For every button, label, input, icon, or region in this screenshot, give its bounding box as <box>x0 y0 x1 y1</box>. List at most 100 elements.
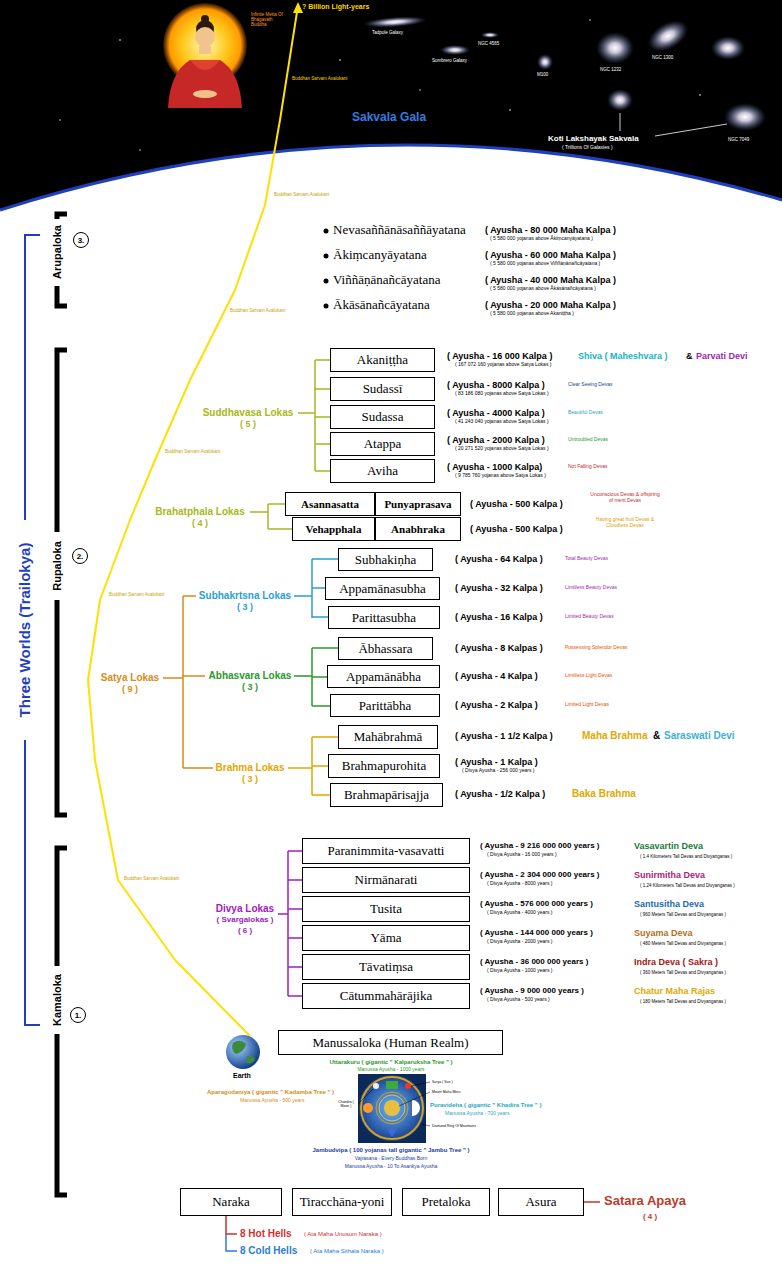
annotation-text: Jambudvipa ( 100 yojanas tall gigantic "… <box>312 1147 469 1154</box>
galaxies <box>711 36 745 60</box>
annotation-text: Manussa Ayusha - 10 To Asankya Ayusha <box>345 1164 438 1170</box>
realm-box: Naraka <box>180 1188 282 1216</box>
annotation-text: Suddhavasa Lokas <box>203 407 294 419</box>
realm-name: Tiracchāna-yoni <box>300 1194 385 1210</box>
galaxies <box>620 113 621 131</box>
realm-box: Parittābha <box>330 694 440 717</box>
world-brackets <box>57 214 67 219</box>
annotation-text: Buddhan Sarvam Avalokani <box>124 876 179 881</box>
annotation-text: Vasavartin Deva <box>634 841 703 851</box>
annotation-text: ( Ata Maha Sithala Naraka ) <box>310 1248 384 1255</box>
realm-name: Brahmapurohita <box>342 758 426 774</box>
callout-number: 1. <box>75 1011 82 1020</box>
annotation-text: ( Ayusha - 4000 Kalpa ) <box>447 408 545 418</box>
annotation-text: Limitless Beauty Devas <box>565 585 617 591</box>
world-brackets <box>57 1034 67 1195</box>
galaxies <box>655 124 727 136</box>
annotation-text: NGC 1300 <box>652 55 673 60</box>
annotation-text: Manussa Ayusha - 500 years <box>240 1098 304 1104</box>
realm-name: Aviha <box>367 463 398 479</box>
annotation-text: ( Divya Ayusha - 8000 years ) <box>487 881 553 887</box>
apaya-lines <box>226 1216 237 1234</box>
realm-name: Anabhraka <box>391 523 445 535</box>
realm-name: Sudassī <box>363 381 403 397</box>
annotation-text: ( Ayusha - 2 Kalpa ) <box>455 700 538 710</box>
earth-globe <box>226 1035 260 1069</box>
annotation-text: ( 83 186 080 yojanas above Satya Lokas ) <box>455 391 549 397</box>
annotation-text: Uttarakuru ( gigantic " Kalparuksha Tree… <box>329 1059 452 1066</box>
annotation-text: ( Divya Ayusha - 16 000 years ) <box>487 852 557 858</box>
annotation-text: ( Ayusha - 16 Kalpa ) <box>455 612 543 622</box>
realm-box: Tāvatiṃsa <box>302 954 470 980</box>
annotation-text: Brahatphala Lokas <box>155 506 244 518</box>
bullets <box>324 229 329 309</box>
earth-globe <box>246 1056 255 1064</box>
callout-circle: 3. <box>73 232 89 248</box>
annotation-text: Untroubled Devas <box>568 437 608 443</box>
annotation-text: ( Divya Ayusha - 2000 years ) <box>487 939 553 945</box>
annotation-text: ( Ayusha - 9 216 000 000 years ) <box>480 841 599 850</box>
section-label: Rupaloka <box>51 541 64 591</box>
annotation-text: Mount Maha Meru <box>432 1090 460 1094</box>
annotation-text: Earth <box>233 1072 251 1080</box>
annotation-text: Manussa Ayusha - 1000 years <box>357 1067 424 1073</box>
continent-mandala <box>358 1089 373 1104</box>
annotation-text: ? Billion Light-years <box>302 3 369 11</box>
galaxies <box>607 89 633 111</box>
annotation-text: Abhasvara Lokas <box>209 670 292 682</box>
annotation-text: ( Ayusha - 16 000 Kalpa ) <box>447 351 552 361</box>
annotation-text: ( 20 271 520 yojanas above Satya Lokas ) <box>455 446 549 452</box>
continent-mandala <box>363 1103 373 1113</box>
annotation-text: Infinite Metta Of Bhagavath Buddha <box>251 12 287 28</box>
section-label: Arupaloka <box>51 225 64 279</box>
annotation-text: NGC 1232 <box>600 67 621 72</box>
annotation-text: Buddhan Sarvam Avalokani <box>165 449 220 454</box>
annotation-text: ( Divya Ayusha - 4000 years ) <box>487 910 553 916</box>
realm-name: Appamānasubha <box>339 581 426 597</box>
realm-name: Subhakiṇha <box>355 552 416 568</box>
annotation-text: ( 5 580 000 yojanas above Ākāsānañcāyata… <box>490 286 596 292</box>
annotation-text: ( Ayusha - 8 Kalpas ) <box>455 643 543 653</box>
realm-box: Sudassa <box>330 405 435 429</box>
realm-box: Vehapphala <box>292 517 375 541</box>
group-brackets <box>298 360 330 471</box>
buddha-figure <box>190 60 220 70</box>
annotation-text: ( 41 243 040 yojanas above Satya Lokas ) <box>455 419 549 425</box>
annotation-text: Having great fruit Devas & Cloudless Dev… <box>590 517 660 529</box>
realm-name: Manussaloka (Human Realm) <box>313 1035 469 1051</box>
continent-mandala <box>384 1100 400 1116</box>
realm-box: Brahmapārisajja <box>330 783 443 807</box>
annotation-text: ( 5 580 000 yojanas above Viññāṇānañcāya… <box>490 261 600 267</box>
world-brackets <box>25 235 40 520</box>
realm-box: Nirmānarati <box>302 867 470 893</box>
annotation-text: Manussa Ayusha - 700 years <box>445 1111 509 1117</box>
annotation-text: NGC 4565 <box>478 41 499 46</box>
annotation-text: Nevasaññānāsaññāyatana <box>333 223 466 238</box>
annotation-text: Chandra ( Moon ) <box>336 1100 356 1108</box>
galaxies <box>440 45 470 55</box>
apaya-lines <box>584 1201 600 1203</box>
realm-name: Asura <box>525 1194 556 1210</box>
annotation-text: Buddhan Sarvam Avalokani <box>230 308 285 313</box>
annotation-text: ( Divya Ayusha - 500 years ) <box>487 997 550 1003</box>
continent-mandala <box>411 1082 430 1086</box>
annotation-text: Limited Light Devas <box>565 702 609 708</box>
realm-box: Akaniṭṭha <box>330 348 435 372</box>
earth-globe <box>232 1041 246 1054</box>
annotation-text: 8 Cold Hells <box>240 1245 297 1257</box>
galaxies <box>724 103 766 131</box>
section-label: Three Worlds (Trailokya) <box>16 540 33 721</box>
continent-mandala <box>376 1092 408 1124</box>
annotation-text: Diamond Ring Of Mountains <box>432 1124 476 1128</box>
galaxies <box>596 32 634 64</box>
realm-box: Atappa <box>330 432 435 456</box>
annotation-text: ( Ayusha - 36 000 000 years ) <box>480 957 588 966</box>
annotation-text: ( 360 Meters Tall Devas and Divyanganas … <box>640 970 726 975</box>
annotation-text: ( Ayusha - 2 304 000 000 years ) <box>480 870 599 879</box>
bullets <box>324 254 329 259</box>
annotation-text: ( 4 ) <box>643 1212 657 1221</box>
annotation-text: ( 167 072 160 yojanas above Satya Lokas … <box>455 362 551 368</box>
galaxies <box>363 15 428 29</box>
annotation-text: Puravideha ( gigantic " Khadira Tree " ) <box>430 1102 541 1109</box>
annotation-text: ( Ayusha - 1 1/2 Kalpa ) <box>455 731 553 741</box>
